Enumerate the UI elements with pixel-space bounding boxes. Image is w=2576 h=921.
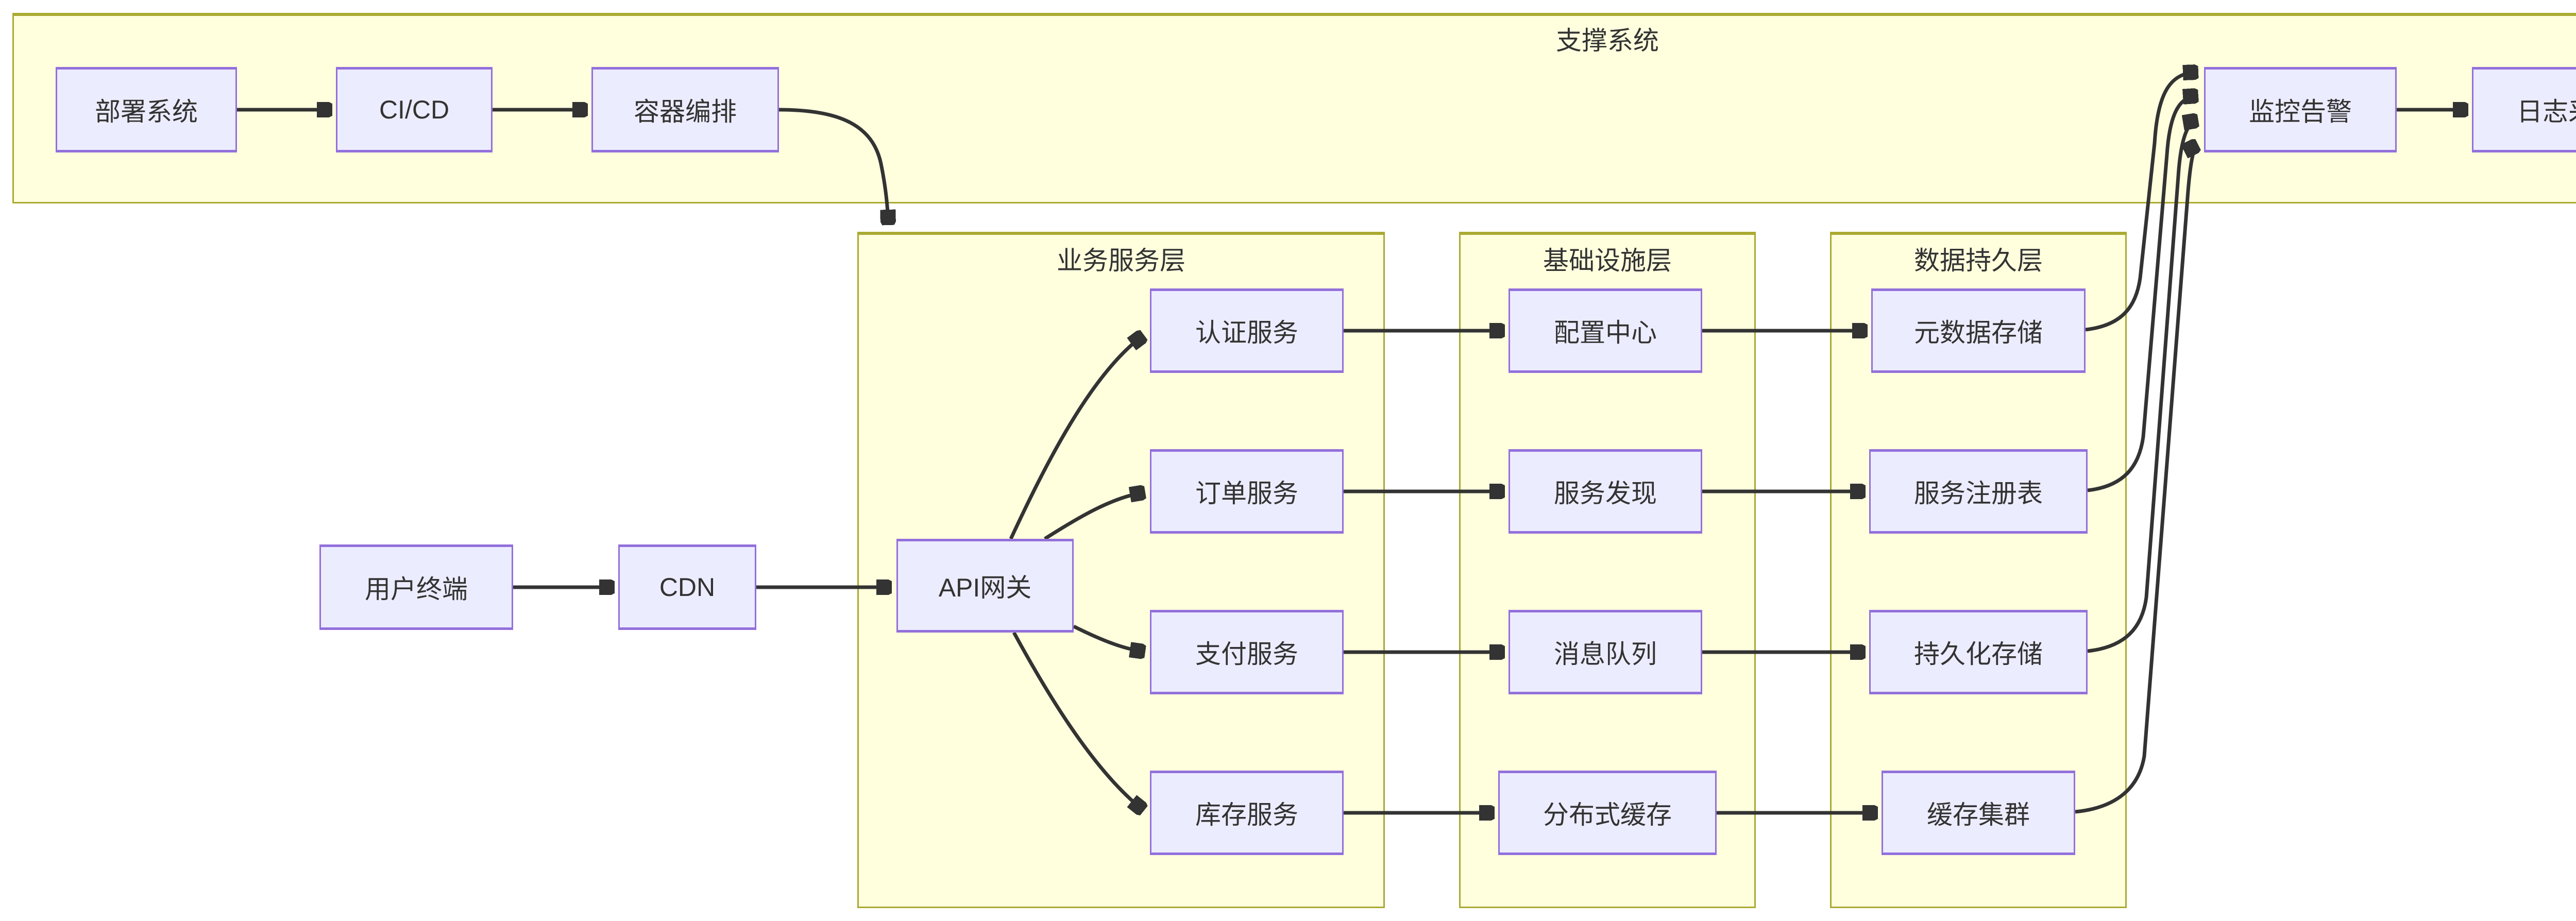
edge-registry-monitor [2087,96,2197,492]
edge-gateway-inventory [1012,632,1143,810]
node-user-terminal: 用户终端 [319,544,513,630]
node-payment-service: 支付服务 [1150,610,1344,694]
cluster-title-data-layer: 数据持久层 [1914,246,2043,275]
node-cdn: CDN [618,544,756,630]
node-metadata-storage: 元数据存储 [1871,288,2086,373]
edge-gateway-auth [1009,336,1143,540]
edge-cachecluster-monitor [2075,145,2197,814]
edge-orchestration-business [778,108,888,224]
node-distributed-cache: 分布式缓存 [1498,771,1717,855]
edge-gateway-order [1044,492,1144,540]
cluster-title-business-layer: 业务服务层 [1057,246,1185,275]
node-inventory-service: 库存服务 [1150,771,1344,855]
edge-gateway-payment [1073,624,1144,652]
cluster-title-infra-layer: 基础设施层 [1543,246,1672,275]
node-monitor-alert: 监控告警 [2204,67,2397,152]
node-auth-service: 认证服务 [1150,288,1344,373]
edge-persist-monitor [2087,121,2197,653]
node-container-orchestration: 容器编排 [591,67,779,152]
node-api-gateway: API网关 [896,539,1074,633]
node-cicd: CI/CD [336,67,493,152]
node-persistent-storage: 持久化存储 [1869,610,2088,694]
node-service-discovery: 服务发现 [1509,449,1702,534]
edge-metadata-monitor [2085,72,2197,332]
node-config-center: 配置中心 [1509,288,1702,373]
node-service-registry: 服务注册表 [1869,449,2088,534]
node-cache-cluster: 缓存集群 [1882,771,2075,855]
node-deploy-system: 部署系统 [56,67,237,152]
node-log-collection: 日志采集 [2472,67,2576,152]
node-message-queue: 消息队列 [1509,610,1702,694]
cluster-title-support-system: 支撑系统 [1556,26,1659,55]
node-order-service: 订单服务 [1150,449,1344,534]
